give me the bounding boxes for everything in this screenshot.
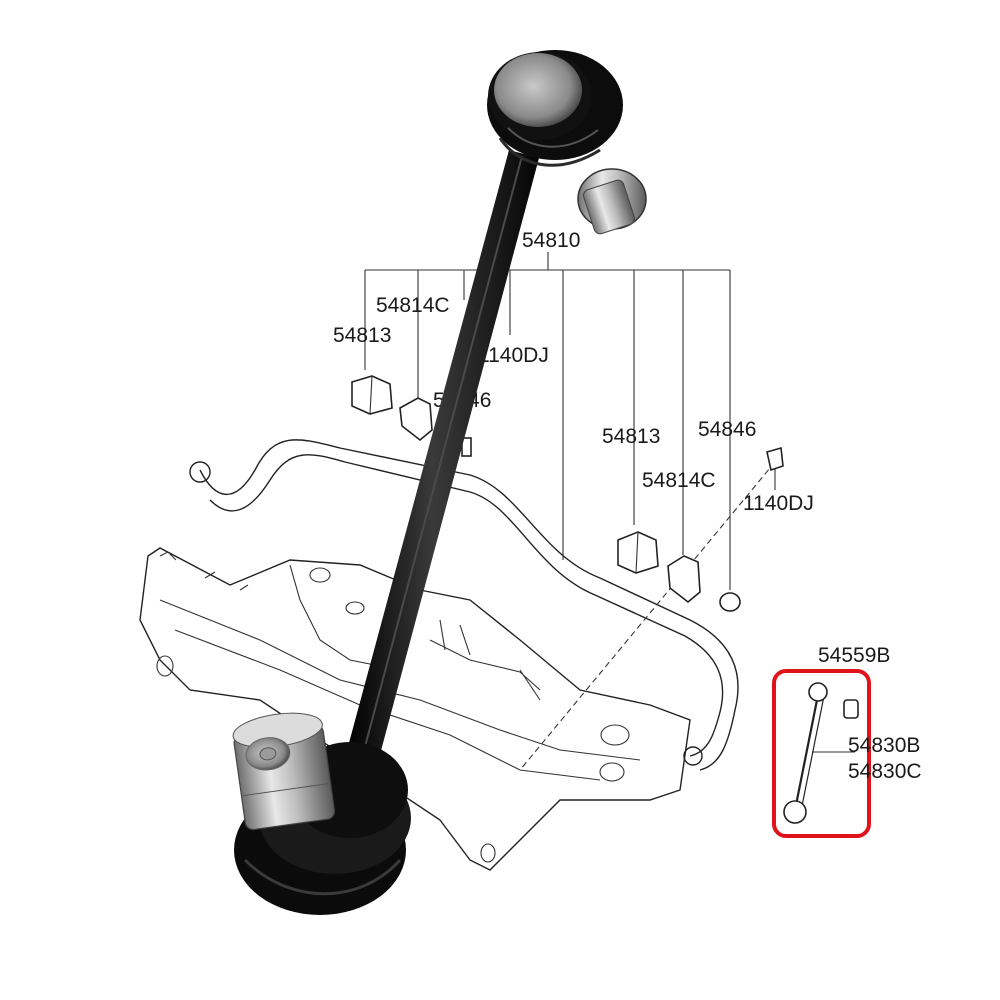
diagram-stabilizer-link bbox=[783, 682, 859, 824]
label-assembly: 54810 bbox=[522, 229, 580, 252]
label-clamp-right: 54846 bbox=[698, 418, 756, 441]
bracket-left bbox=[399, 397, 433, 442]
bracket-right bbox=[667, 555, 701, 604]
bushing-left bbox=[351, 375, 393, 415]
bushing-right bbox=[617, 531, 659, 574]
label-bracket-left: 54814C bbox=[376, 294, 450, 317]
stabilizer-link-photo bbox=[232, 50, 647, 915]
label-bolt-left: 1140DJ bbox=[478, 344, 549, 367]
label-bolt-right: 1140DJ bbox=[743, 492, 814, 515]
label-link-part-b: 54830B bbox=[848, 734, 920, 757]
label-link-part-c: 54830C bbox=[848, 760, 922, 783]
label-bushing-left: 54813 bbox=[333, 324, 391, 347]
highlight-frame bbox=[772, 669, 871, 838]
label-bracket-right: 54814C bbox=[642, 469, 716, 492]
stabilizer-bar-drawing bbox=[189, 439, 739, 771]
bolt-left bbox=[461, 437, 472, 457]
clamp-right bbox=[719, 592, 741, 612]
subframe-drawing bbox=[139, 547, 691, 871]
link-top-joint bbox=[487, 50, 647, 235]
bolt-right bbox=[766, 446, 784, 472]
link-bottom-joint bbox=[232, 712, 411, 915]
label-link-nut: 54559B bbox=[818, 644, 890, 667]
label-bushing-right: 54813 bbox=[602, 425, 660, 448]
leader-lines bbox=[364, 252, 855, 771]
